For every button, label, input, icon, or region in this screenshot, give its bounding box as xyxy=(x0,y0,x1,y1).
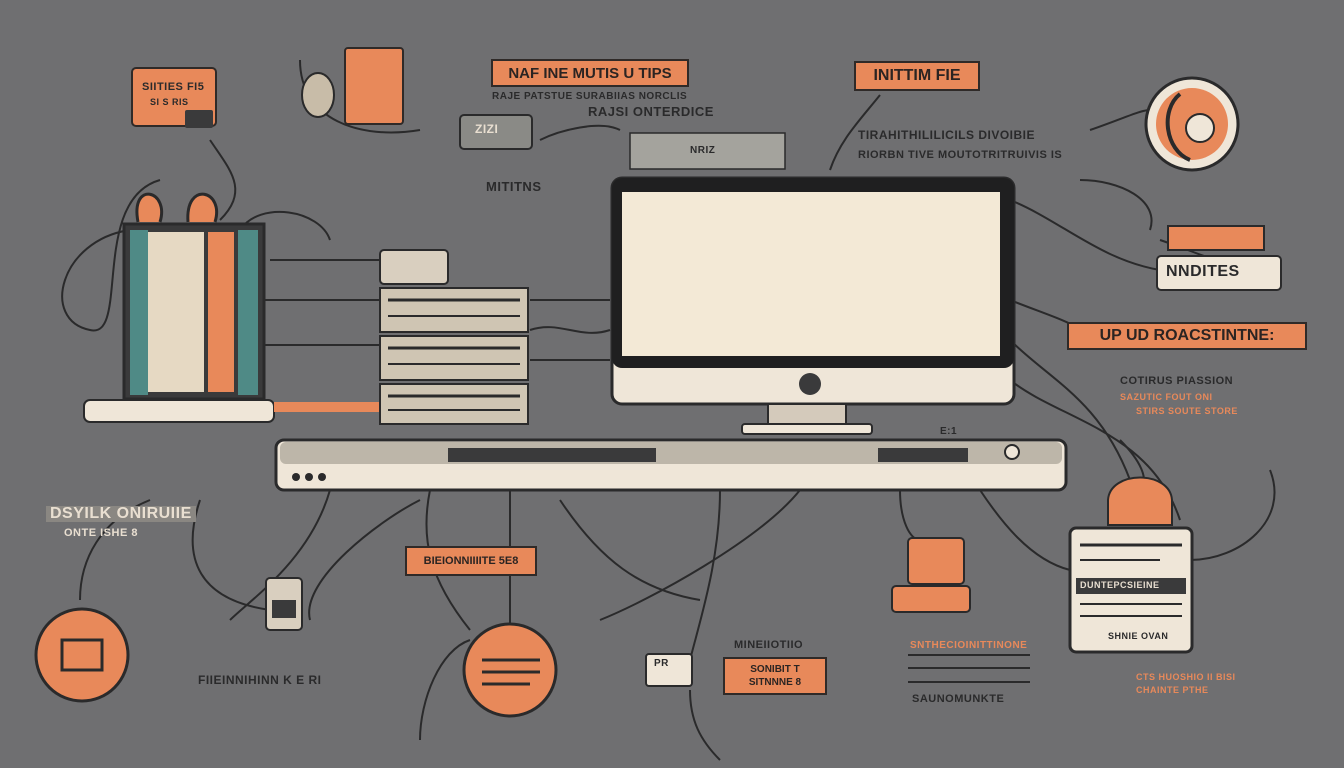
right-label-box xyxy=(1156,255,1282,291)
right-card-label: DUNTEPCSIEINE xyxy=(1080,580,1160,590)
mid-left-caption: MITITNS xyxy=(486,179,542,194)
disc-icon xyxy=(1144,76,1240,172)
bottom-center-caption: MINEIIOTIIO xyxy=(734,639,804,651)
right-caption-2: SAZUTIC FOUT ONI xyxy=(1120,392,1213,402)
bottom-center-tag-line1: SONIBIT T xyxy=(750,663,800,675)
top-right-line2: RIORBN TIVE MOUTOTRITRUIVIS IS xyxy=(858,149,1063,161)
bottom-right-caption-4: CHAINTE PTHE xyxy=(1136,685,1209,695)
left-caption-2: ONTE ISHE 8 xyxy=(64,527,138,539)
bottom-center-circle xyxy=(462,622,558,718)
bottom-center-tag-line2: SITNNNE 8 xyxy=(748,676,802,688)
right-striped-bar xyxy=(1167,225,1265,251)
plug-device xyxy=(301,47,404,125)
right-caption-3: STIRS SOUTE STORE xyxy=(1136,406,1238,416)
left-server-rack xyxy=(83,192,384,423)
bottom-small-box xyxy=(645,653,693,687)
orange-device xyxy=(891,537,971,613)
lock-device xyxy=(265,577,303,631)
top-left-tag-line1: SIITIES FI5 xyxy=(142,81,205,93)
top-right-line1: TIRAHITHILILICILS DIVOIBIE xyxy=(858,128,1035,142)
bottom-left-caption: FIIEINNIHINN K E RI xyxy=(198,673,322,687)
gray-box-top xyxy=(629,132,786,170)
right-card-footer: SHNIE OVAN xyxy=(1108,631,1169,641)
bottom-right-caption-2: SAUNOMUNKTE xyxy=(912,693,1005,705)
bottom-small-box-label: PR xyxy=(654,658,669,669)
bottom-center-tag: SONIBIT T SITNNNE 8 xyxy=(723,657,827,695)
ticker-label: E:1 xyxy=(940,426,958,437)
desktop-monitor xyxy=(610,176,1016,435)
left-caption-1: DSYILK ONIRUIIE xyxy=(46,506,196,522)
bottom-right-caption-3: CTS HUOSHIO II BISI xyxy=(1136,672,1236,682)
top-left-tag xyxy=(131,67,217,128)
top-center-tag: NAF INE MUTIS U TIPS xyxy=(491,59,689,87)
bottom-orange-tag: BIEIONNIIIITE 5E8 xyxy=(405,546,537,576)
small-box-top-label: ZIZI xyxy=(475,122,499,136)
stacked-servers xyxy=(379,249,529,425)
right-orange-tag: UP UD ROACSTINTNE: xyxy=(1067,322,1307,350)
top-right-tag: INITTIM FIE xyxy=(854,61,980,91)
bottom-right-caption-1: SNTHECIOINITTINONE xyxy=(910,640,1028,651)
small-box-top xyxy=(459,114,533,150)
keyboard-bar xyxy=(274,438,1068,492)
bottom-left-circle xyxy=(34,607,130,703)
right-caption-1: COTIRUS PIASSION xyxy=(1120,375,1234,387)
top-left-tag-line2: SI S RIS xyxy=(150,97,189,107)
gray-box-top-label: NRIZ xyxy=(690,145,716,156)
right-card xyxy=(1068,476,1194,654)
right-box-label: NNDITES xyxy=(1166,263,1240,280)
top-center-sub: RAJE PATSTUE SURABIIAS NORCLIS xyxy=(492,91,688,102)
bottom-right-lines xyxy=(908,654,1030,683)
top-center-sub2: RAJSI ONTERDICE xyxy=(588,104,714,119)
